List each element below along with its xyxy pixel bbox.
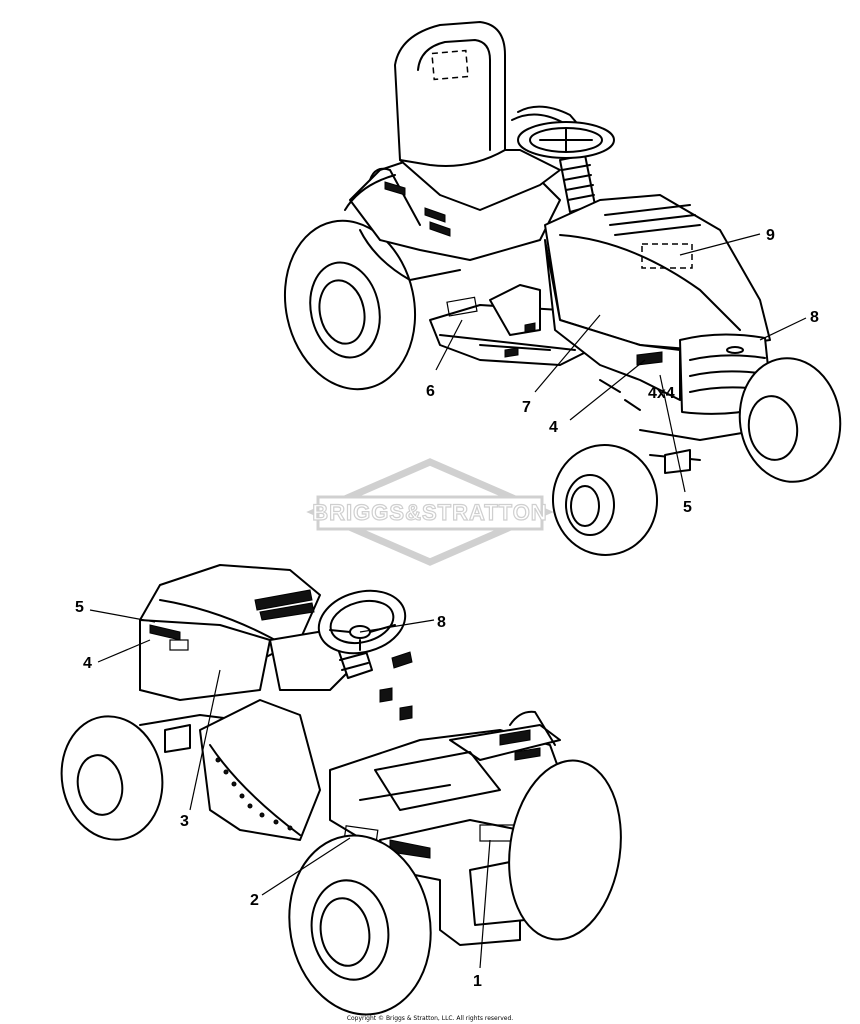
callout-label: 4 bbox=[549, 419, 558, 436]
hood bbox=[139, 564, 321, 701]
rear-left-wheel bbox=[283, 219, 417, 391]
callout-label: 7 bbox=[522, 399, 531, 416]
rear-right-wheel bbox=[508, 759, 622, 941]
copyright-text: Copyright © Briggs & Stratton, LLC. All … bbox=[347, 1015, 513, 1022]
seat bbox=[394, 21, 561, 211]
rear-left-wheel bbox=[288, 834, 432, 1016]
callout-label: 4 bbox=[83, 655, 92, 672]
tractor-rear-view: 5 4 8 3 2 1 bbox=[60, 564, 622, 1016]
callout-label: 8 bbox=[437, 614, 446, 631]
briggs-stratton-watermark: BRIGGS&STRATTON bbox=[306, 458, 554, 566]
hood bbox=[544, 194, 771, 401]
steering-wheel bbox=[269, 589, 407, 691]
front-left-wheel bbox=[60, 715, 164, 841]
front-right-wheel bbox=[738, 357, 842, 483]
callout-label: 5 bbox=[75, 599, 84, 616]
callout-label: 1 bbox=[473, 973, 482, 990]
callout-label: 3 bbox=[180, 813, 189, 830]
callout-label: 5 bbox=[683, 499, 692, 516]
svg-text:4x4: 4x4 bbox=[648, 385, 675, 402]
tractor-front-view: 4x4 9 8 6 7 4 5 bbox=[283, 21, 842, 556]
callout-label: 8 bbox=[810, 309, 819, 326]
steering-wheel bbox=[517, 121, 615, 213]
callout-label: 9 bbox=[766, 227, 775, 244]
callout-label: 2 bbox=[250, 892, 259, 909]
watermark-brand-text: BRIGGS&STRATTON bbox=[312, 500, 547, 525]
callout-label: 6 bbox=[426, 383, 435, 400]
front-left-wheel bbox=[551, 444, 659, 556]
